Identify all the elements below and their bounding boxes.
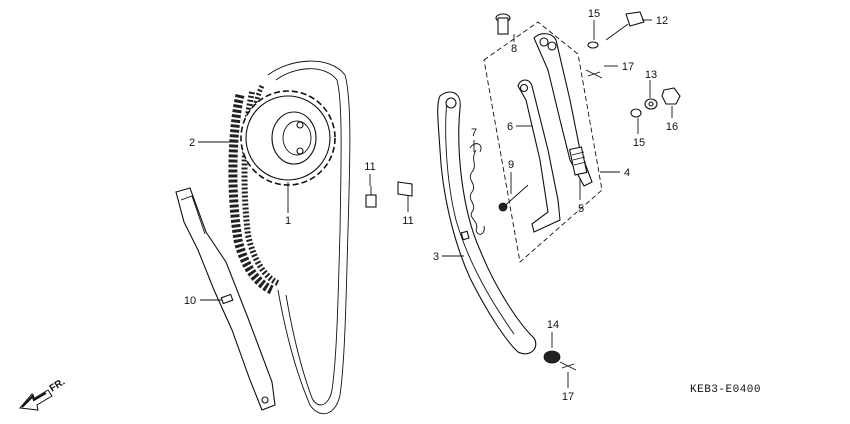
clip-17-bottom <box>559 361 577 371</box>
washer-14 <box>543 350 561 364</box>
front-direction-arrow: FR. <box>19 377 68 411</box>
bolt-11a <box>365 186 377 208</box>
callout-1: 1 <box>285 215 291 227</box>
callout-15a: 15 <box>588 8 600 20</box>
nut-16 <box>661 87 681 105</box>
callout-9: 9 <box>508 159 514 171</box>
bolt-12 <box>605 11 645 41</box>
callout-15b: 15 <box>633 137 645 149</box>
cam-sprocket <box>240 90 336 186</box>
bolt-8 <box>495 13 511 35</box>
diagram-code: KEB3-E0400 <box>690 384 761 396</box>
cam-chain-guide <box>175 187 276 411</box>
callout-10: 10 <box>184 295 196 307</box>
tensioner-spring <box>469 143 485 235</box>
callout-5: 5 <box>578 203 584 215</box>
callout-13: 13 <box>645 69 657 81</box>
leader-lines <box>198 19 673 388</box>
callout-6: 6 <box>507 121 513 133</box>
callout-11b: 11 <box>402 215 413 227</box>
washer-15-mid <box>630 108 642 118</box>
callout-2: 2 <box>189 137 195 149</box>
bolt-9 <box>498 184 529 212</box>
washer-13 <box>644 98 658 110</box>
callout-3: 3 <box>433 251 439 263</box>
callout-4: 4 <box>624 167 630 179</box>
callout-14: 14 <box>547 319 559 331</box>
direction-label: FR. <box>48 377 68 395</box>
callout-11a: 11 <box>364 161 375 173</box>
callout-8: 8 <box>511 43 517 55</box>
callout-17a: 17 <box>622 61 634 73</box>
tensioner-assembly-outline <box>483 21 603 263</box>
clip-17-top <box>585 69 603 79</box>
cam-chain-tensioner-slipper <box>437 91 537 355</box>
callout-16: 16 <box>666 121 678 133</box>
washer-15-top <box>587 41 599 49</box>
callout-17b: 17 <box>562 391 574 403</box>
tensioner-lifter-plate <box>517 79 561 233</box>
tensioner-arm <box>533 33 593 187</box>
callout-7: 7 <box>471 127 477 139</box>
callout-12: 12 <box>656 15 668 27</box>
bolt-11b <box>397 181 413 197</box>
